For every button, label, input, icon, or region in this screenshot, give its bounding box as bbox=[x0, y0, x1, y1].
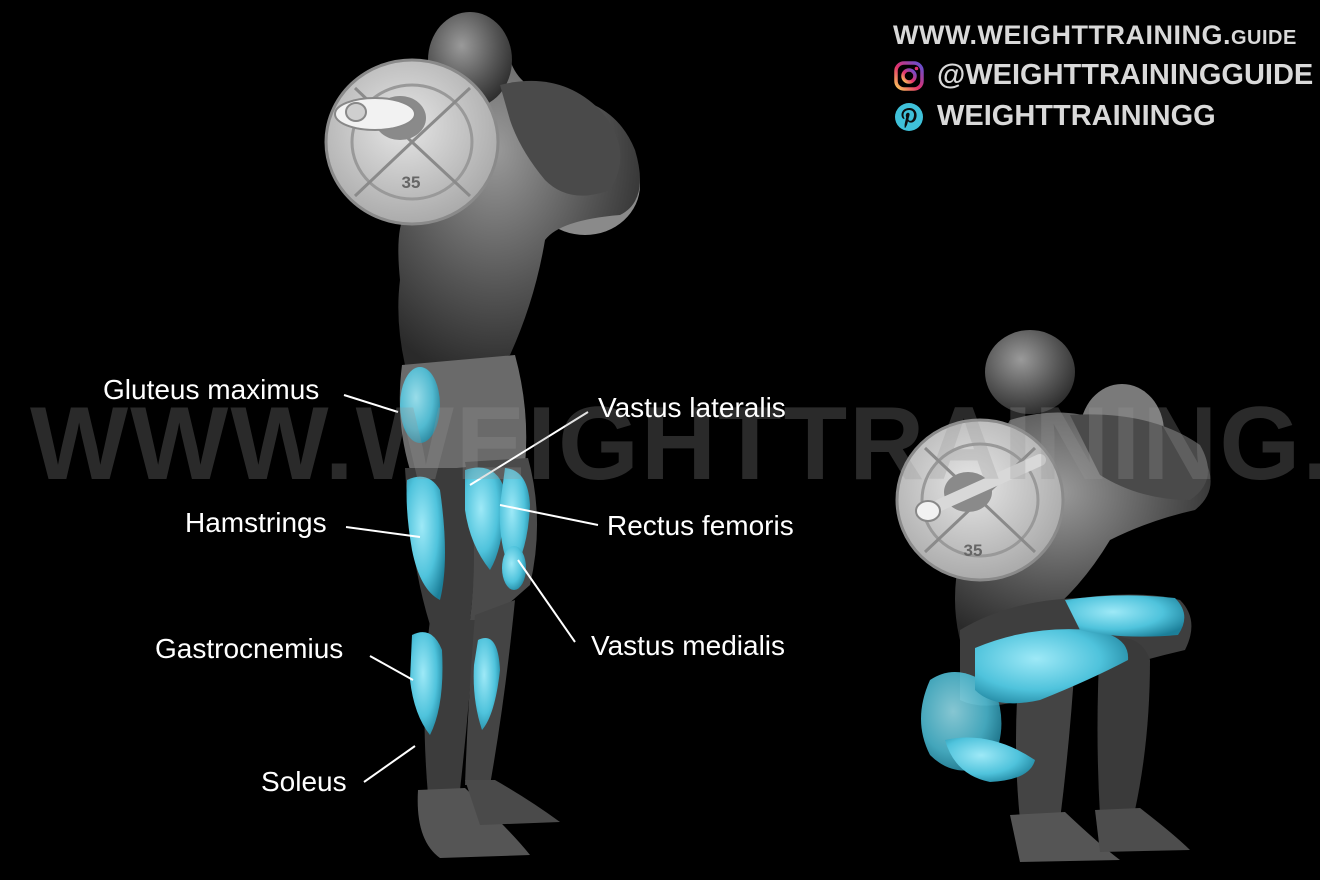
leader-gastrocnemius bbox=[369, 655, 414, 681]
site-watermark: WWW.WEIGHTTRAINING.GUIDE bbox=[30, 386, 1320, 502]
standing-foot-far bbox=[465, 780, 560, 825]
leader-hamstrings bbox=[345, 526, 421, 538]
squat-barbell bbox=[934, 454, 1046, 511]
pinterest-handle: WEIGHTTRAININGG bbox=[937, 100, 1216, 132]
leader-gluteus-maximus bbox=[343, 394, 399, 413]
standing-foot-near bbox=[417, 788, 530, 858]
instagram-row: @WEIGHTTRAININGGUIDE bbox=[893, 59, 1313, 92]
squat-arm bbox=[1070, 414, 1208, 500]
leader-rectus-femoris bbox=[499, 504, 599, 526]
standing-gluteus-maximus bbox=[400, 367, 440, 443]
site-url-main: WWW.WEIGHTTRAINING. bbox=[893, 20, 1231, 50]
standing-arm bbox=[500, 80, 621, 196]
label-gastrocnemius: Gastrocnemius bbox=[155, 633, 344, 664]
leader-vastus-lateralis bbox=[469, 411, 589, 486]
label-leader-lines bbox=[343, 394, 599, 783]
squat-hamstrings bbox=[945, 737, 1035, 782]
leader-vastus-medialis bbox=[517, 559, 576, 643]
standing-plate-weight: 35 bbox=[402, 173, 421, 192]
squat-quadriceps-far bbox=[1065, 595, 1185, 637]
standing-figure: 35 bbox=[324, 12, 640, 858]
site-url: WWW.WEIGHTTRAINING.GUIDE bbox=[893, 20, 1313, 51]
label-soleus: Soleus bbox=[261, 766, 347, 797]
brand-block: WWW.WEIGHTTRAINING.GUIDE @WEIGHTTRAINING… bbox=[893, 20, 1313, 133]
label-vastus-medialis: Vastus medialis bbox=[591, 630, 786, 661]
pinterest-row: WEIGHTTRAININGG bbox=[893, 100, 1313, 133]
squatting-figure: 35 bbox=[895, 330, 1211, 862]
squat-plate-weight: 35 bbox=[964, 541, 983, 560]
standing-gastrocnemius bbox=[410, 632, 443, 735]
standing-weight-plate: 35 bbox=[324, 58, 500, 226]
standing-vastus-lateralis bbox=[465, 467, 505, 570]
squat-quadriceps bbox=[975, 629, 1129, 704]
standing-vastus-medialis bbox=[502, 546, 526, 590]
site-url-suffix: GUIDE bbox=[1230, 27, 1297, 49]
standing-gastrocnemius-far bbox=[473, 638, 500, 730]
leader-soleus bbox=[363, 745, 416, 783]
label-hamstrings: Hamstrings bbox=[185, 507, 327, 538]
squat-weight-plate: 35 bbox=[895, 418, 1065, 582]
squat-foot bbox=[1010, 812, 1120, 862]
squat-foot-far bbox=[1095, 808, 1190, 852]
label-rectus-femoris: Rectus femoris bbox=[607, 510, 794, 541]
pinterest-icon bbox=[895, 102, 923, 131]
label-gluteus-maximus: Gluteus maximus bbox=[103, 374, 320, 405]
standing-hamstrings bbox=[406, 476, 445, 600]
label-vastus-lateralis: Vastus lateralis bbox=[598, 392, 786, 423]
instagram-handle: @WEIGHTTRAININGGUIDE bbox=[937, 59, 1314, 91]
squat-head bbox=[985, 330, 1075, 414]
instagram-icon bbox=[894, 60, 924, 91]
squat-shin bbox=[1097, 637, 1150, 815]
standing-rectus-femoris bbox=[499, 468, 530, 575]
